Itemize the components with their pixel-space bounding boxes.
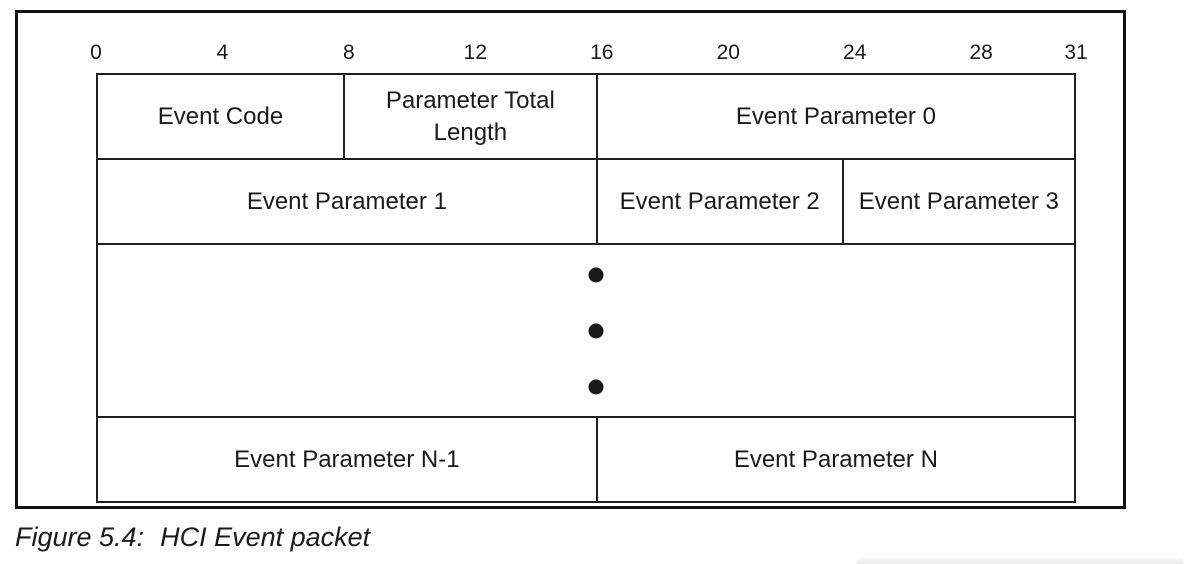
field-parameter-total-length: Parameter Total Length (342, 75, 596, 158)
field-event-parameter-3: Event Parameter 3 (841, 160, 1074, 243)
bit-scale-label-0: 0 (90, 41, 102, 64)
field-event-parameter-1: Event Parameter 1 (98, 160, 596, 243)
bit-scale-label-8: 8 (343, 41, 355, 64)
field-event-parameter-n: Event Parameter N (595, 418, 1074, 501)
field-label: Event Parameter N-1 (234, 445, 460, 473)
vertical-ellipsis-dot (588, 379, 604, 394)
vertical-ellipsis-dot (588, 323, 604, 338)
packet-row-continuation (98, 243, 1074, 416)
field-label: Event Parameter 3 (858, 187, 1059, 215)
bit-scale-label-28: 28 (969, 41, 993, 64)
bit-scale-label-12: 12 (463, 41, 488, 64)
field-label: Event Parameter 0 (735, 102, 936, 130)
packet-row-0: Event Code Parameter Total Length Event … (98, 75, 1074, 158)
field-label: Event Parameter N (733, 445, 938, 473)
field-label: Parameter Total Length (385, 87, 555, 146)
packet-row-3: Event Parameter N-1 Event Parameter N (98, 416, 1074, 501)
figure-caption-number: Figure 5.4: (15, 522, 145, 552)
vertical-ellipsis (588, 267, 604, 394)
figure-caption-title: HCI Event packet (160, 522, 371, 552)
field-event-parameter-0: Event Parameter 0 (595, 75, 1074, 158)
figure-caption: Figure 5.4: HCI Event packet (15, 522, 370, 553)
field-event-parameter-n-1: Event Parameter N-1 (98, 418, 596, 501)
bit-scale-label-24: 24 (843, 41, 867, 64)
field-event-code: Event Code (98, 75, 343, 158)
bit-scale-label-4: 4 (216, 41, 229, 64)
bit-scale-label-20: 20 (716, 41, 740, 64)
packet-row-1: Event Parameter 1 Event Parameter 2 Even… (98, 158, 1074, 243)
vertical-ellipsis-dot (588, 267, 604, 282)
cutoff-element-shadow (856, 556, 1184, 564)
field-event-parameter-2: Event Parameter 2 (595, 160, 842, 243)
packet-table: Event Code Parameter Total Length Event … (96, 73, 1076, 503)
field-label: Event Parameter 2 (619, 187, 820, 215)
bit-scale-label-16: 16 (590, 41, 614, 64)
field-label: Event Parameter 1 (246, 187, 447, 215)
figure-frame: 0 4 8 12 16 20 24 28 31 Event Code Param… (15, 10, 1126, 509)
bit-scale-label-31: 31 (1064, 41, 1088, 64)
field-label: Event Code (157, 102, 284, 130)
bit-scale: 0 4 8 12 16 20 24 28 31 (90, 40, 1088, 66)
